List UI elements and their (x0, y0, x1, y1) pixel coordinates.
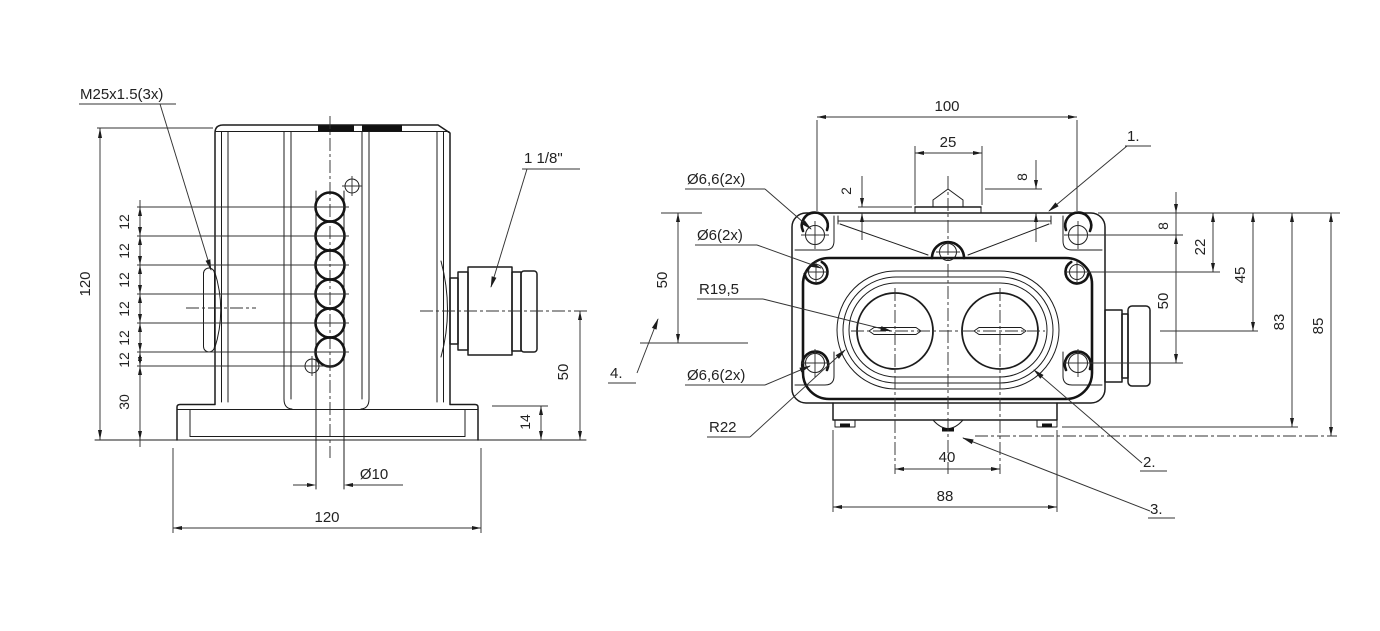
front-view-dimensions: M25x1.5(3x) 1 1/8" 120 12 (77, 86, 582, 533)
connector-size-label: 1 1/8" (524, 150, 563, 167)
dim-overall-height: 85 (1310, 318, 1327, 335)
dim-top-hole-offset: 8 (1155, 222, 1171, 230)
front-connector (420, 260, 588, 358)
ref-4-leader (636, 318, 659, 374)
screw-mark-top (342, 176, 362, 196)
connector-leader (490, 168, 528, 288)
dim-marker-height: 8 (1014, 173, 1030, 181)
top-view-dimensions: 100 25 2 8 1. Ø6,6(2x) (608, 98, 1340, 519)
dim-channel-diameter: Ø10 (360, 466, 388, 483)
top-view-body (791, 176, 1151, 474)
screw-slot-right (973, 327, 1027, 335)
dim-body-height: 83 (1271, 314, 1288, 331)
dim-foot-height: 14 (517, 414, 533, 430)
dim-overall-height: 120 (77, 271, 94, 296)
bottom-skirt (832, 402, 1058, 432)
ref-4: 4. (610, 365, 623, 382)
ref-3: 3. (1150, 501, 1163, 518)
base (176, 398, 479, 441)
label-hole-top: Ø6,6(2x) (687, 171, 745, 188)
dim-mounting-width: 100 (934, 98, 959, 115)
ref-3-leader (962, 437, 1151, 512)
dim-pitch-5: 12 (116, 330, 132, 346)
top-connector (1104, 305, 1151, 387)
dim-marker-width: 25 (940, 134, 957, 151)
top-view: 100 25 2 8 1. Ø6,6(2x) (608, 98, 1340, 519)
dim-pitch-1: 12 (116, 214, 132, 230)
dim-screw-spacing: 40 (939, 449, 956, 466)
thread-leader (159, 103, 212, 271)
dim-hole-spacing: 50 (1155, 293, 1172, 310)
label-radius-inner: R19,5 (699, 281, 739, 298)
dim-axis-offset: 45 (1232, 267, 1249, 284)
dim-pitch-3: 12 (116, 272, 132, 288)
label-hole-bottom: Ø6,6(2x) (687, 367, 745, 384)
dim-left-span: 50 (654, 272, 671, 289)
ref-1: 1. (1127, 128, 1140, 145)
label-radius-outer: R22 (709, 419, 737, 436)
cover-outline (800, 211, 1094, 401)
label-hole-small: Ø6(2x) (697, 227, 743, 244)
mounting-holes (801, 221, 1088, 377)
dim-overall-width: 120 (314, 509, 339, 526)
dim-connector-axis-height: 50 (555, 364, 572, 381)
dim-base-height: 30 (116, 394, 132, 410)
dim-second-hole-offset: 22 (1192, 239, 1209, 256)
ref-2: 2. (1143, 454, 1156, 471)
body-outline (791, 212, 1106, 404)
dim-plate-thickness: 2 (838, 187, 854, 195)
dim-pitch-2: 12 (116, 243, 132, 259)
ref-1-leader (1048, 145, 1128, 212)
dim-bottom-width: 88 (937, 488, 954, 505)
thread-label: M25x1.5(3x) (80, 86, 163, 103)
front-view-body (94, 116, 588, 490)
dim-pitch-4: 12 (116, 301, 132, 317)
ref-2-leader (1033, 369, 1143, 464)
dim-pitch-6: 12 (116, 352, 132, 368)
front-view: M25x1.5(3x) 1 1/8" 120 12 (77, 86, 588, 533)
